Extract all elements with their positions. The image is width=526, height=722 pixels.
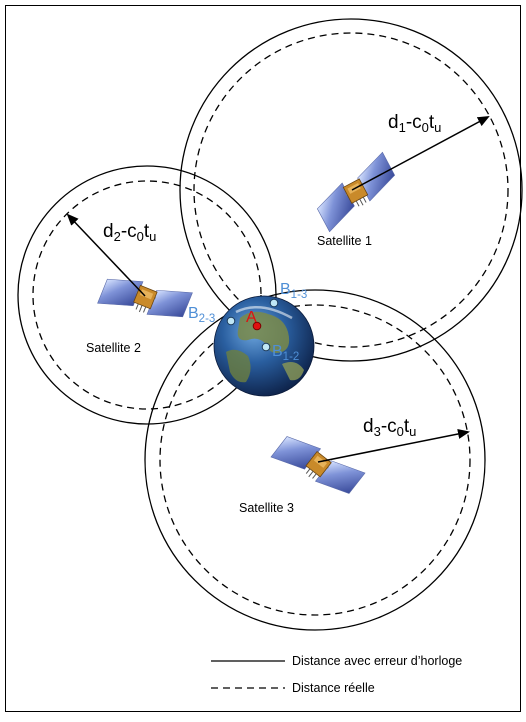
satellite-2-radius-arrow xyxy=(66,213,146,297)
point-a-label: A xyxy=(246,309,257,326)
satellite-2-radius-label: d2-c0tu xyxy=(103,221,156,244)
legend: Distance avec erreur d’horloge Distance … xyxy=(211,654,462,695)
point-b-1-2-label: B1-2 xyxy=(272,343,299,363)
satellite-icon xyxy=(307,151,405,233)
point-b-2-3-label: B2-3 xyxy=(188,305,215,325)
satellite-3-radius-label: d3-c0tu xyxy=(363,416,416,439)
point-b-1-3-label: B1-3 xyxy=(280,281,307,301)
satellite-1-radius-arrow xyxy=(351,116,490,191)
satellite-3-label: Satellite 3 xyxy=(239,501,294,515)
satellite-3-circle-clock-error xyxy=(144,289,486,631)
satellite-icon xyxy=(96,260,194,336)
diagram-frame xyxy=(5,5,521,712)
legend-solid-label: Distance avec erreur d’horloge xyxy=(292,654,462,668)
satellite-3-radius-arrow xyxy=(317,429,470,463)
satellite-3-circle-true xyxy=(159,304,471,616)
satellite-icon xyxy=(270,420,366,510)
point-b-1-3 xyxy=(269,298,279,308)
satellite-1-radius-label: d1-c0tu xyxy=(388,112,441,135)
satellite-2-label: Satellite 2 xyxy=(86,341,141,355)
satellite-1-circle-true xyxy=(193,32,509,348)
satellite-1-circle-clock-error xyxy=(179,18,523,362)
satellite-2-circle-true xyxy=(32,180,262,410)
point-b-1-2 xyxy=(261,342,271,352)
legend-dashed-label: Distance réelle xyxy=(292,681,375,695)
satellite-1-label: Satellite 1 xyxy=(317,234,372,248)
point-b-2-3 xyxy=(226,316,236,326)
point-a xyxy=(252,321,262,331)
